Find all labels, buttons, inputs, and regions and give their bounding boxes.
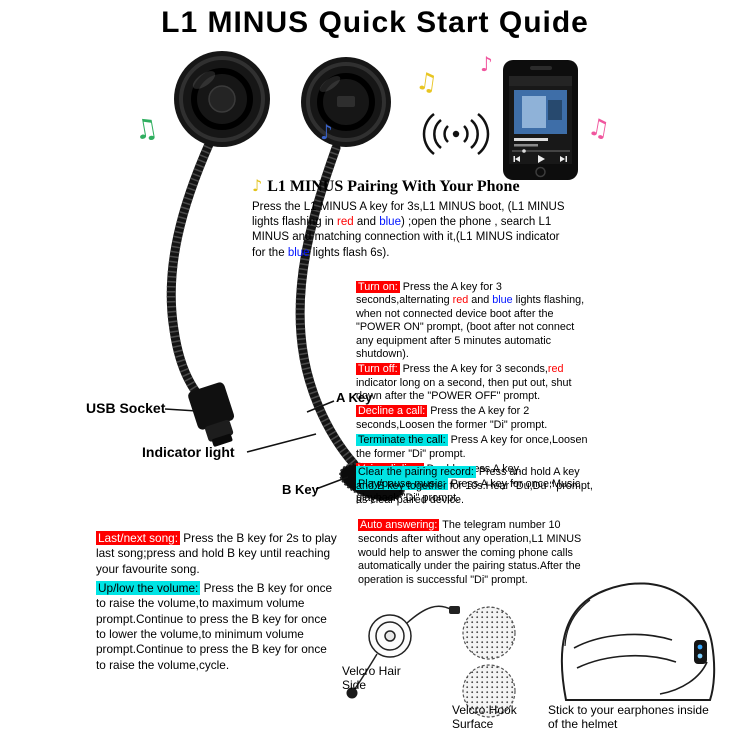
instruction-text: and bbox=[468, 294, 493, 307]
pairing-text-blue: blue bbox=[379, 216, 401, 229]
instruction-item: Auto answering: The telegram number 10 s… bbox=[358, 519, 596, 588]
left-speaker-drawing bbox=[174, 51, 270, 147]
instruction-clear-pairing: Clear the pairing record: Press and hold… bbox=[356, 466, 593, 509]
label-leader-lines bbox=[164, 400, 349, 490]
velcro-hook-surface-label: Velcro Hook Surface bbox=[452, 703, 517, 731]
instruction-volume: Up/low the volume: Press the B key for o… bbox=[96, 580, 339, 673]
instruction-text: indicator long on a second, then put out… bbox=[356, 376, 572, 402]
music-note-icon: ♪ bbox=[252, 176, 263, 195]
instruction-text: The telegram number 10 seconds after wit… bbox=[358, 519, 582, 587]
instruction-turn-on: Turn on: Press the A key for 3 seconds,a… bbox=[356, 281, 593, 361]
instruction-text-red: red bbox=[452, 294, 469, 307]
usb-socket-label: USB Socket bbox=[86, 400, 166, 416]
pairing-text: ) ;open the phone , search L1 MINUS and … bbox=[252, 216, 560, 259]
stick-to-earphones-label: Stick to your earphones inside of the he… bbox=[548, 703, 709, 731]
b-key-label: B Key bbox=[282, 482, 319, 497]
instruction-text: Press the B key for once to raise the vo… bbox=[96, 580, 333, 672]
pairing-text-red: red bbox=[337, 216, 354, 229]
instruction-label: Clear the pairing record: bbox=[356, 466, 476, 478]
right-speaker-drawing bbox=[301, 57, 391, 147]
instruction-label: Auto answering: bbox=[358, 519, 440, 531]
pairing-text: Press the L1 MINUS A key for 3s,L1 MINUS… bbox=[252, 201, 565, 229]
velcro-circles bbox=[462, 606, 516, 718]
instruction-terminate-call: Terminate the call: Press A key for once… bbox=[356, 434, 593, 461]
a-key-label: A Key bbox=[336, 390, 373, 405]
music-note-icon: ♫ bbox=[414, 66, 440, 98]
usb-plug-drawing bbox=[188, 382, 235, 447]
instruction-label: Up/low the volume: bbox=[96, 580, 201, 595]
instruction-last-next-song: Last/next song: Press the B key for 2s t… bbox=[96, 531, 339, 577]
instructions-column-left: Last/next song: Press the B key for 2s t… bbox=[96, 531, 339, 677]
pairing-heading-text: L1 MINUS Pairing With Your Phone bbox=[267, 178, 520, 195]
instruction-text-blue: blue bbox=[492, 294, 513, 307]
instruction-text: Press and hold A key and B key together … bbox=[356, 466, 593, 506]
instruction-label: Turn off: bbox=[356, 363, 400, 376]
pairing-text: and bbox=[353, 216, 380, 229]
pairing-text-blue: blue bbox=[287, 246, 310, 259]
instruction-label: Play/pause music: bbox=[356, 478, 448, 491]
instruction-play-pause: Play/pause music: Press A key for once,M… bbox=[356, 478, 593, 505]
music-note-icon: ♪ bbox=[480, 52, 493, 76]
instruction-turn-off: Turn off: Press the A key for 3 seconds,… bbox=[356, 363, 593, 403]
instruction-text: Press A key for once,Loosen the former "… bbox=[356, 434, 588, 460]
instruction-label: Decline a call: bbox=[356, 405, 428, 418]
music-note-icon: ♫ bbox=[131, 112, 161, 147]
instruction-label: Turn on: bbox=[356, 281, 400, 293]
instruction-auto-answering: Auto answering: The telegram number 10 s… bbox=[358, 519, 596, 590]
instruction-text: Press the A key for 3 seconds, bbox=[399, 363, 548, 376]
pairing-text: lights flash 6s). bbox=[309, 246, 390, 259]
instruction-text: Press A key for once,Music playback "Di"… bbox=[356, 478, 581, 504]
instruction-text: lights flashing, when not connected devi… bbox=[356, 294, 585, 360]
instruction-text-red: red bbox=[547, 363, 564, 376]
phone-drawing bbox=[503, 60, 578, 180]
pairing-body: Press the L1 MINUS A key for 3s,L1 MINUS… bbox=[252, 200, 572, 261]
signal-icon bbox=[422, 113, 490, 155]
music-note-icon: ♪ bbox=[320, 120, 333, 144]
instruction-item: Clear the pairing record: Press and hold… bbox=[356, 466, 593, 507]
instruction-decline-call: Decline a call: Press the A key for 2 se… bbox=[356, 405, 593, 432]
instruction-label: Last/next song: bbox=[96, 531, 181, 545]
instruction-text: Press the A key for 2 seconds,Loosen the… bbox=[356, 405, 548, 431]
velcro-hair-circle bbox=[462, 606, 516, 660]
pairing-heading: ♪L1 MINUS Pairing With Your Phone bbox=[252, 176, 520, 196]
velcro-hook-circle bbox=[462, 664, 516, 718]
indicator-light-label: Indicator light bbox=[142, 444, 235, 460]
earphone-sketch bbox=[346, 605, 460, 699]
instruction-label: Terminate the call: bbox=[356, 434, 448, 447]
page-title: L1 MINUS Quick Start Quide bbox=[161, 6, 589, 39]
instruction-text: Press the B key for 2s to play last song… bbox=[96, 531, 337, 576]
music-note-icon: ♫ bbox=[585, 112, 612, 144]
helmet-sketch bbox=[560, 582, 716, 701]
headset-cables bbox=[166, 137, 359, 469]
velcro-hair-side-label: Velcro Hair Side bbox=[342, 664, 401, 692]
instruction-text: Press the A key for 3 seconds,alternatin… bbox=[356, 281, 502, 307]
